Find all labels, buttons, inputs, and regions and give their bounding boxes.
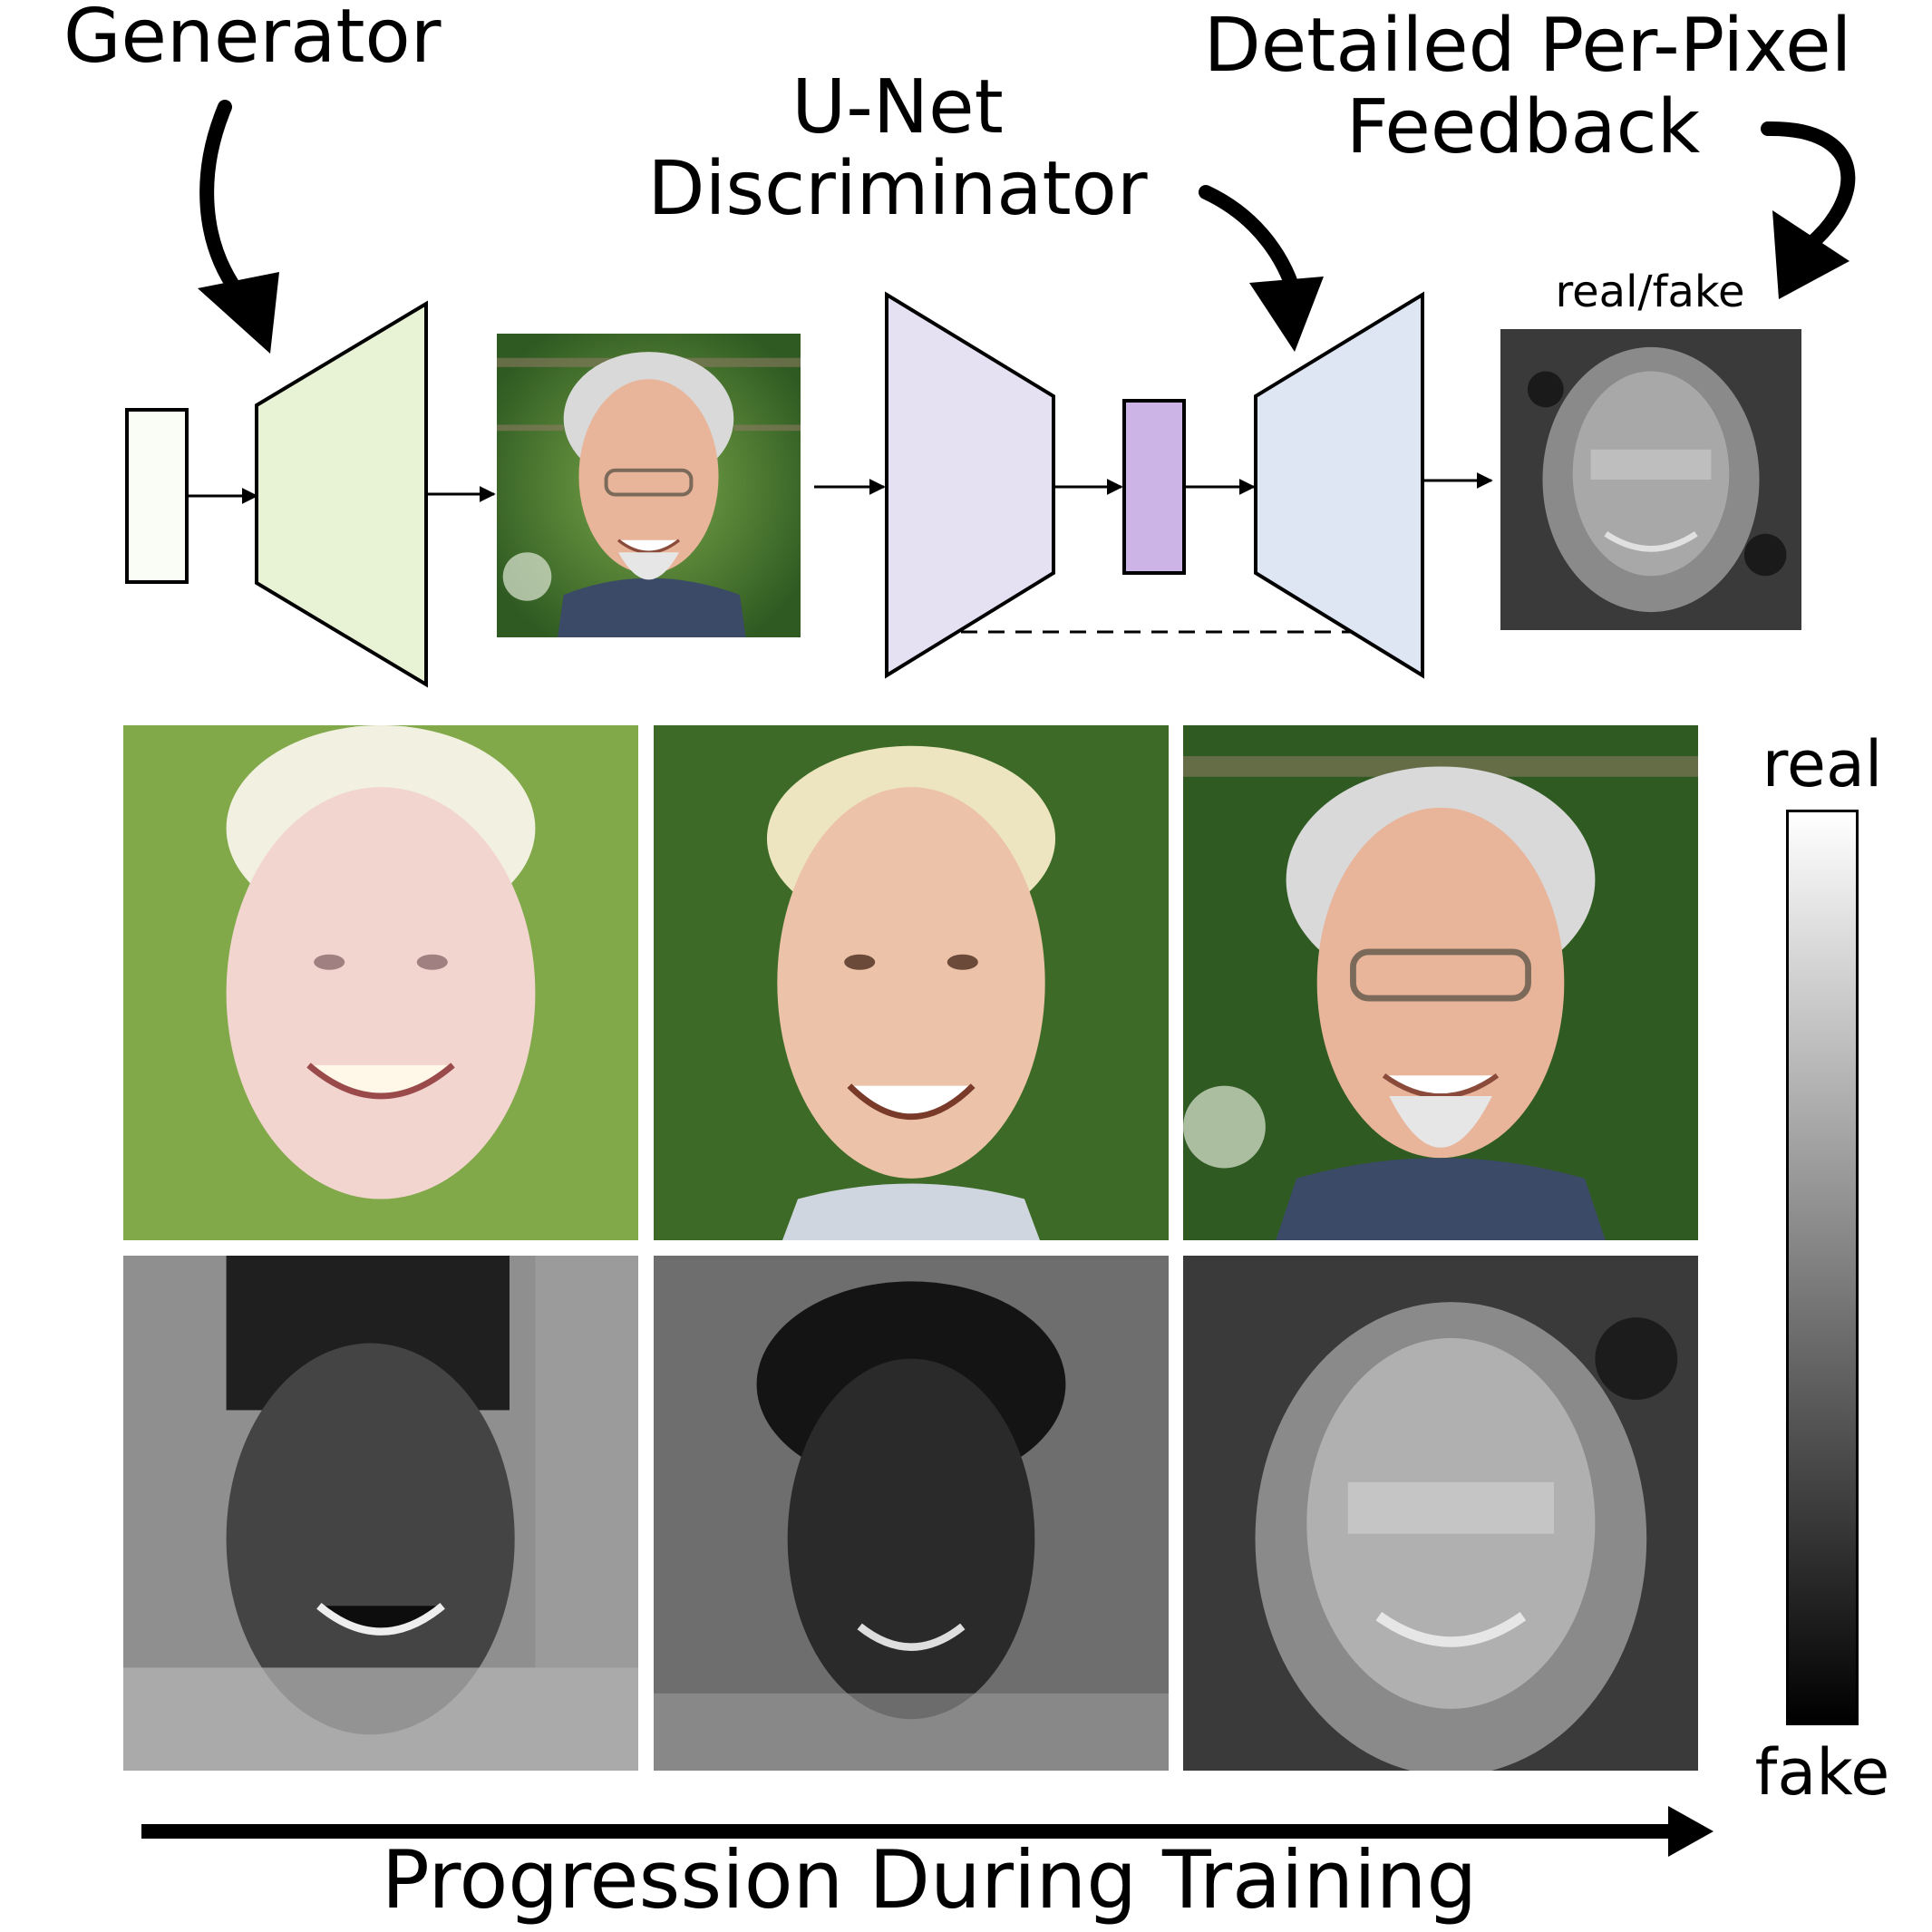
training-sample-late	[1183, 725, 1698, 1240]
colorbar-bottom-label: fake	[1754, 1735, 1890, 1810]
progression-arrow	[141, 1806, 1714, 1857]
feedback-label-line1: Detailed Per-Pixel	[1203, 3, 1852, 89]
progression-label: Progression During Training	[381, 1833, 1478, 1927]
generated-face-image	[497, 334, 801, 637]
arrow-head	[198, 272, 279, 354]
training-sample-early	[123, 725, 638, 1240]
discriminator-decoder-block	[1254, 291, 1424, 679]
generator-label: Generator	[63, 0, 442, 80]
discriminator-label-line2: Discriminator	[647, 146, 1148, 232]
discriminator-bottleneck-box	[1122, 399, 1186, 575]
arrow-head	[1249, 277, 1324, 352]
feedback-map-late	[1183, 1256, 1698, 1771]
architecture-diagram	[125, 100, 1856, 688]
feedback-map-early	[123, 1256, 638, 1771]
output-feedback-map	[1500, 329, 1801, 630]
curved-arrow	[199, 100, 250, 306]
latent-vector-box	[125, 408, 189, 584]
training-sample-mid	[654, 725, 1169, 1240]
feedback-label-line2: Feedback	[1345, 84, 1701, 170]
colorbar-top-label: real	[1762, 727, 1883, 801]
curved-arrow	[1761, 121, 1856, 257]
arrow-head	[1772, 210, 1849, 299]
output-caption: real/fake	[1555, 267, 1745, 317]
generator-block	[255, 300, 428, 688]
discriminator-label-line1: U-Net	[791, 64, 1004, 150]
colorbar	[1786, 810, 1859, 1725]
feedback-map-mid	[654, 1256, 1169, 1771]
discriminator-encoder-block	[885, 291, 1055, 679]
